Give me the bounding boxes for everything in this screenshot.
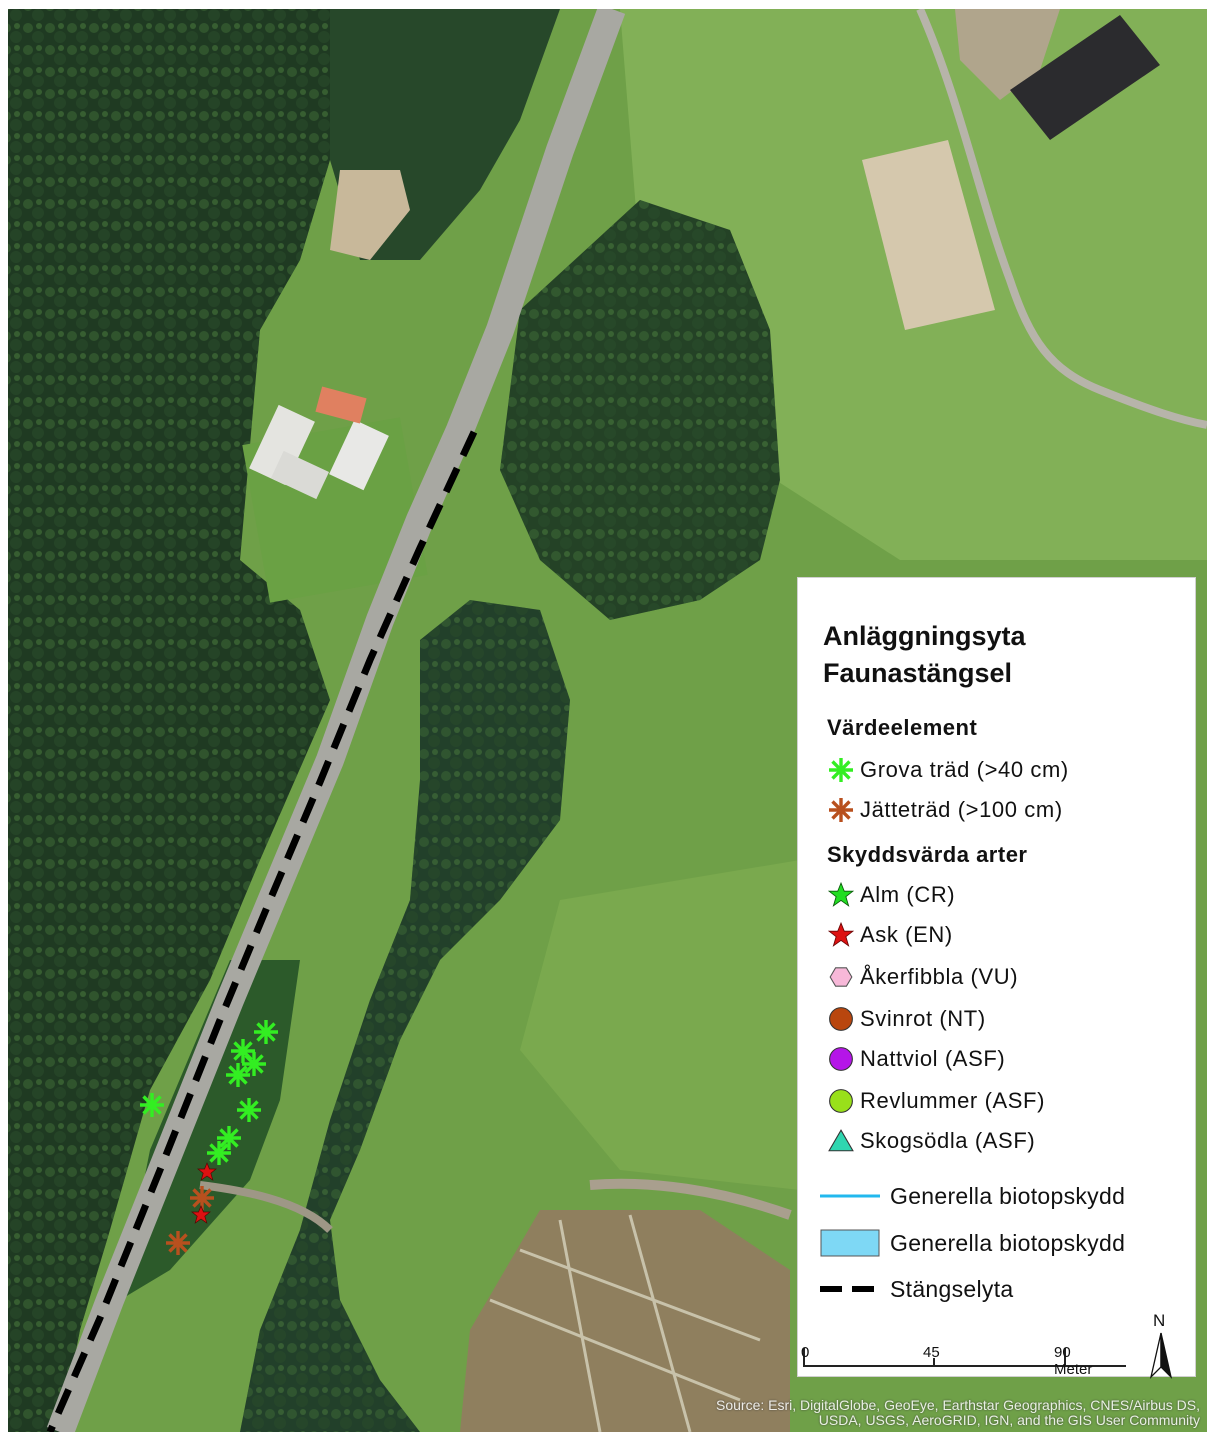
jattetrad-marker[interactable] xyxy=(190,1186,214,1210)
scale-label-90: 90 Meter xyxy=(1054,1344,1093,1378)
star-icon xyxy=(826,920,856,950)
legend-label: Alm (CR) xyxy=(860,882,956,907)
grova-trad-marker[interactable] xyxy=(207,1141,231,1165)
barn-roof xyxy=(1010,15,1160,140)
farm-building-2 xyxy=(329,419,389,491)
legend-item-revlummer: Revlummer (ASF) xyxy=(826,1083,1045,1119)
scale-label-45: 45 xyxy=(923,1344,940,1361)
grova-trad-marker[interactable] xyxy=(242,1052,266,1076)
legend: Anläggningsyta Faunastängsel Värdeelemen… xyxy=(797,577,1196,1380)
legend-label: Åkerfibbla (VU) xyxy=(860,964,1019,989)
grova-trad-marker[interactable] xyxy=(254,1020,278,1044)
grova-trad-marker[interactable] xyxy=(217,1126,241,1150)
north-arrow-icon xyxy=(1149,1332,1173,1380)
dashed-line-icon xyxy=(820,1286,880,1292)
grova-trad-marker[interactable] xyxy=(226,1063,250,1087)
legend-label: Revlummer (ASF) xyxy=(860,1088,1046,1113)
legend-item-akerfibbla: Åkerfibbla (VU) xyxy=(826,959,1018,995)
grova-trad-marker[interactable] xyxy=(140,1093,164,1117)
legend-item-stangselyta: Stängselyta xyxy=(820,1271,1014,1307)
jattetrad-marker[interactable] xyxy=(166,1231,190,1255)
legend-label: Jätteträd (>100 cm) xyxy=(860,797,1063,822)
gravel-road-east xyxy=(916,9,1207,429)
circle-icon xyxy=(826,1004,856,1034)
map-features xyxy=(140,1020,278,1255)
garden-plots xyxy=(460,1210,790,1432)
legend-label: Generella biotopskydd xyxy=(890,1182,1126,1209)
attribution-line1: Source: Esri, DigitalGlobe, GeoEye, Eart… xyxy=(716,1397,1200,1413)
legend-label: Grova träd (>40 cm) xyxy=(860,757,1069,782)
farm-building-3 xyxy=(271,450,329,500)
legend-item-ask: Ask (EN) xyxy=(826,917,953,953)
map-attribution: Source: Esri, DigitalGlobe, GeoEye, Eart… xyxy=(560,1398,1200,1428)
asterisk-icon xyxy=(826,795,856,825)
legend-label: Nattviol (ASF) xyxy=(860,1046,1006,1071)
legend-label: Svinrot (NT) xyxy=(860,1006,986,1031)
line-icon xyxy=(820,1194,880,1198)
legend-label: Generella biotopskydd xyxy=(890,1229,1126,1256)
forest-west-texture xyxy=(8,9,330,1432)
area-icon xyxy=(820,1229,880,1257)
legend-item-jattetrad: Jätteträd (>100 cm) xyxy=(826,792,1063,828)
grova-trad-marker[interactable] xyxy=(237,1098,261,1122)
legend-title-line2: Faunastängsel xyxy=(823,658,1013,688)
legend-heading-skyddsvarda: Skyddsvärda arter xyxy=(827,842,1028,867)
ask-marker[interactable] xyxy=(191,1205,211,1224)
legend-item-nattviol: Nattviol (ASF) xyxy=(826,1041,1005,1077)
scale-label-0: 0 xyxy=(801,1344,810,1361)
legend-title-line1: Anläggningsyta xyxy=(823,621,1026,651)
field-south xyxy=(520,860,800,1190)
star-icon xyxy=(826,880,856,910)
legend-item-skogsodla: Skogsödla (ASF) xyxy=(826,1123,1035,1159)
legend-label: Stängselyta xyxy=(890,1275,1014,1302)
farm-house-roof xyxy=(315,386,367,424)
garden-plot-grid xyxy=(489,1214,761,1432)
hexagon-icon xyxy=(826,962,856,992)
circle-icon xyxy=(826,1044,856,1074)
circle-icon xyxy=(826,1086,856,1116)
gravel-road-path xyxy=(199,1181,333,1233)
attribution-line2: USDA, USGS, AeroGRID, IGN, and the GIS U… xyxy=(818,1412,1200,1428)
legend-label: Ask (EN) xyxy=(860,922,953,947)
asterisk-icon xyxy=(826,755,856,785)
legend-label: Skogsödla (ASF) xyxy=(860,1128,1036,1153)
sand-arena-east xyxy=(862,140,995,330)
ask-marker[interactable] xyxy=(197,1162,217,1181)
legend-item-grova-trad: Grova träd (>40 cm) xyxy=(826,752,1069,788)
legend-item-biotopskydd-line: Generella biotopskydd xyxy=(820,1178,1125,1214)
forest-central-texture xyxy=(500,200,780,620)
fence-line xyxy=(46,430,478,1432)
legend-item-alm: Alm (CR) xyxy=(826,877,955,913)
forest-southwest-strip xyxy=(120,960,300,1300)
sand-arena-north xyxy=(330,170,410,260)
sand-yard xyxy=(955,9,1060,100)
gravel-road-south xyxy=(589,1178,792,1220)
legend-heading-vardeelement: Värdeelement xyxy=(827,715,978,740)
legend-item-biotopskydd-area: Generella biotopskydd xyxy=(820,1225,1125,1261)
triangle-icon xyxy=(826,1126,856,1156)
north-label: N xyxy=(1153,1311,1166,1330)
farm-building-1 xyxy=(249,404,315,486)
legend-item-svinrot: Svinrot (NT) xyxy=(826,1001,986,1037)
